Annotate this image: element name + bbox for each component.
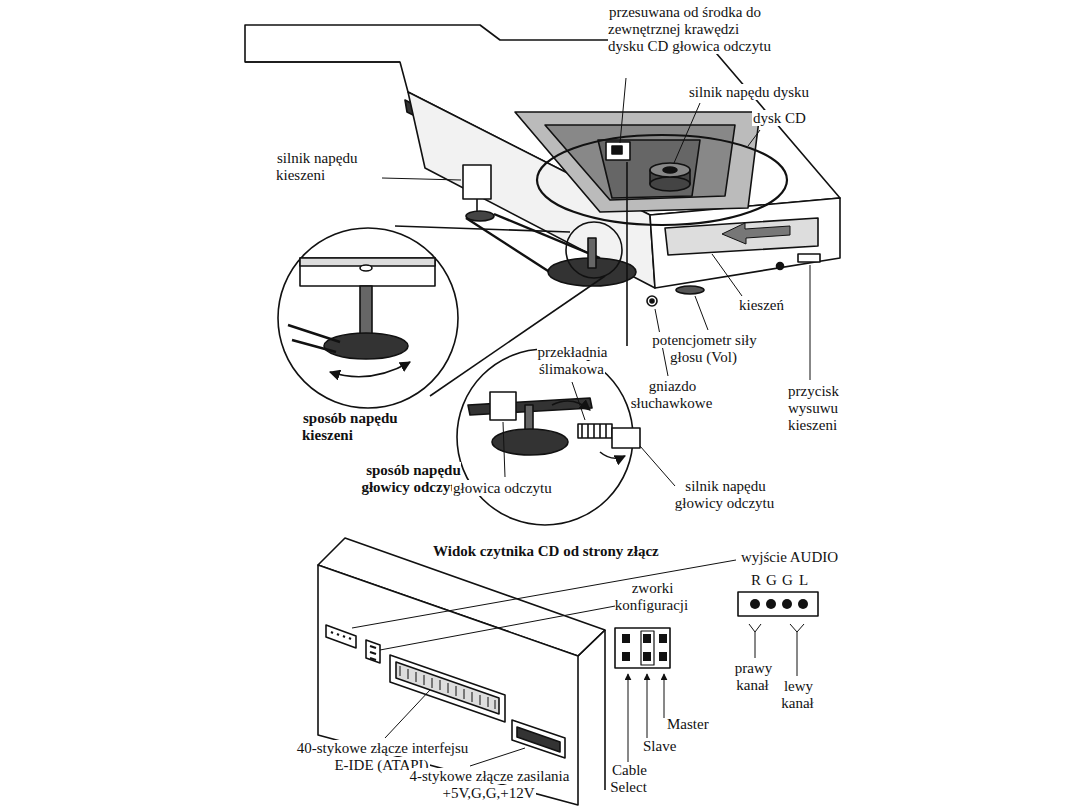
part-label-text: gniazdo słuchawkowe xyxy=(631,378,714,411)
part-label-text: zworki konfiguracji xyxy=(615,580,689,613)
part-label: Master xyxy=(666,716,710,733)
part-label-text: G xyxy=(781,572,794,588)
part-label-text: silnik napędu dysku xyxy=(688,84,810,100)
part-label: G xyxy=(765,572,778,589)
part-label-text: lewy kanał xyxy=(781,678,814,711)
part-label-text: sposób napędu głowicy odczytu xyxy=(361,462,464,495)
part-label-text: prawy kanał xyxy=(734,660,773,693)
part-label: Cable Select xyxy=(603,762,655,796)
view-heading-text: Widok czytnika CD od strony złącz xyxy=(432,543,660,559)
part-label: zworki konfiguracji xyxy=(606,580,698,614)
part-label: przycisk wysuwu kieszeni xyxy=(776,383,850,433)
part-label: dysk CD xyxy=(752,110,807,127)
part-label-text: silnik napędu kieszeni xyxy=(276,150,357,183)
part-label: głowica odczytu xyxy=(452,480,553,497)
part-label: silnik napędu dysku xyxy=(688,84,810,101)
part-label: gniazdo słuchawkowe xyxy=(624,378,720,412)
part-label: silnik napędu głowicy odczytu xyxy=(660,478,790,512)
part-label-text: sposób napędu kieszeni xyxy=(302,410,398,443)
part-label-text: Master xyxy=(666,716,710,732)
part-label: L xyxy=(798,572,809,589)
part-label: przesuwana od środka do zewnętrznej kraw… xyxy=(608,4,776,54)
view-heading: Widok czytnika CD od strony złącz xyxy=(432,543,660,560)
part-label-text: przycisk wysuwu kieszeni xyxy=(787,383,839,433)
part-label-text: przekładnia ślimakowa xyxy=(537,344,608,377)
part-label-text: potencjometr siły głosu (Vol) xyxy=(651,332,757,365)
part-label: przekładnia ślimakowa xyxy=(528,344,616,378)
part-label: sposób napędu kieszeni xyxy=(302,410,420,444)
part-label-text: głowica odczytu xyxy=(452,480,553,496)
part-label-text: R xyxy=(750,572,762,588)
part-label: kieszeń xyxy=(738,297,785,314)
part-label: 4-stykowe złącze zasilania +5V,G,G,+12V xyxy=(406,768,572,802)
part-label: R xyxy=(750,572,762,589)
part-label: silnik napędu kieszeni xyxy=(276,150,380,184)
part-label: Slave xyxy=(642,738,677,755)
part-label-text: silnik napędu głowicy odczytu xyxy=(675,478,776,511)
part-label-text: 4-stykowe złącze zasilania +5V,G,G,+12V xyxy=(409,768,570,801)
part-label: lewy kanał xyxy=(772,678,824,712)
part-label: potencjometr siły głosu (Vol) xyxy=(648,332,760,366)
part-label-text: kieszeń xyxy=(738,297,785,313)
part-label: wyjście AUDIO xyxy=(740,549,839,566)
part-label: prawy kanał xyxy=(728,660,778,694)
part-label-text: Cable Select xyxy=(610,762,648,795)
part-label-text: dysk CD xyxy=(752,110,807,126)
part-label-text: Slave xyxy=(642,738,677,754)
part-label: G xyxy=(781,572,794,589)
part-label-text: L xyxy=(798,572,809,588)
part-label-text: przesuwana od środka do zewnętrznej kraw… xyxy=(608,4,772,54)
part-label-text: wyjście AUDIO xyxy=(740,549,839,565)
part-label-text: G xyxy=(765,572,778,588)
